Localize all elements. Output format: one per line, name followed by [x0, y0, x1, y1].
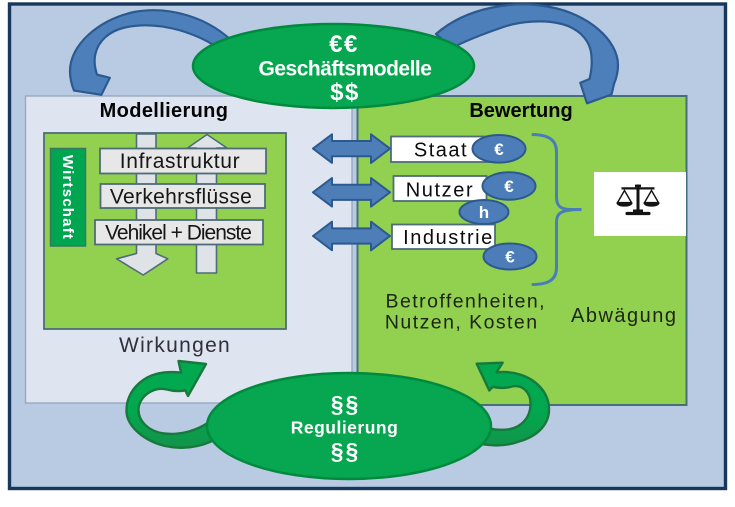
svg-text:Vehikel + Dienste: Vehikel + Dienste — [105, 222, 251, 245]
svg-text:Regulierung: Regulierung — [291, 418, 399, 438]
svg-text:Wirtschaft: Wirtschaft — [59, 155, 76, 240]
svg-text:§§: §§ — [331, 438, 361, 464]
svg-text:Infrastruktur: Infrastruktur — [120, 150, 240, 173]
svg-text:Geschäftsmodelle: Geschäftsmodelle — [259, 58, 432, 81]
svg-text:h: h — [479, 203, 489, 222]
svg-text:€: € — [505, 248, 515, 267]
svg-text:€: € — [494, 140, 504, 159]
svg-text:Abwägung: Abwägung — [571, 305, 678, 327]
svg-text:Modellierung: Modellierung — [100, 100, 229, 122]
svg-text:Betroffenheiten,: Betroffenheiten, — [386, 291, 547, 313]
svg-text:$$: $$ — [330, 79, 360, 106]
svg-text:€: € — [504, 177, 514, 196]
svg-text:€€: €€ — [329, 31, 359, 58]
svg-text:Verkehrsflüsse: Verkehrsflüsse — [110, 186, 252, 209]
svg-text:Nutzer: Nutzer — [406, 180, 475, 202]
svg-text:Wirkungen: Wirkungen — [119, 334, 231, 357]
svg-text:Staat: Staat — [414, 140, 468, 162]
svg-text:Bewertung: Bewertung — [469, 100, 572, 122]
svg-text:Nutzen, Kosten: Nutzen, Kosten — [385, 312, 539, 334]
svg-text:§§: §§ — [331, 391, 361, 417]
svg-text:Industrie: Industrie — [403, 227, 494, 249]
